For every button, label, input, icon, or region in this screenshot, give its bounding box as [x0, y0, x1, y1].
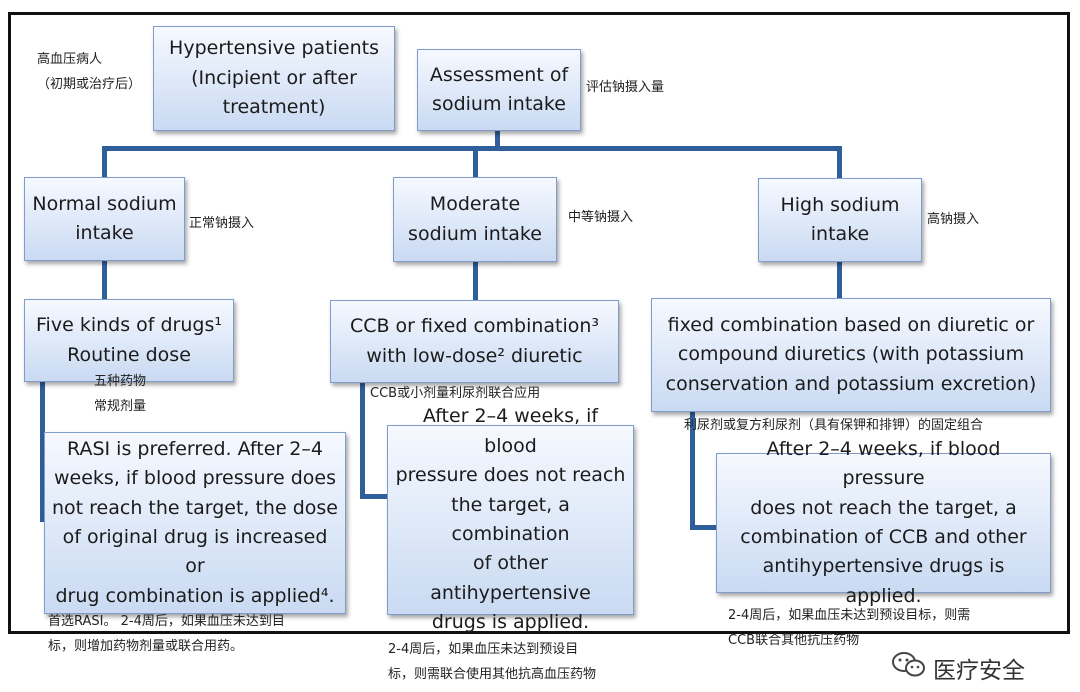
connector-drugs-to-rasi-vertical [40, 382, 45, 522]
connector-horizontal-branch [102, 146, 842, 151]
note-assessment: 评估钠摄入量 [586, 80, 665, 95]
connector-moderate-to-ccb [473, 262, 478, 300]
wechat-icon [891, 650, 927, 686]
connector-to-high [837, 146, 842, 178]
connector-ccb-to-after-vertical [360, 383, 365, 498]
note-drugs: 五种药物常规剂量 [94, 374, 147, 414]
note-normal: 正常钠摄入 [189, 216, 255, 231]
watermark: 医疗安全 [891, 650, 1025, 686]
note-moderate: 中等钠摄入 [568, 210, 634, 225]
connector-high-to-fixed [837, 262, 842, 298]
connector-normal-to-drugs [102, 261, 107, 299]
connector-ccb-to-after-horizontal [360, 494, 388, 499]
note-rasi: 首选RASI。 2-4周后，如果血压未达到目标，则增加药物剂量或联合用药。 [48, 614, 285, 654]
connector-fixed-to-after-vertical [690, 412, 695, 530]
box-hypertensive-patients: Hypertensive patients(Incipient or after… [153, 26, 395, 131]
connector-assessment-down [495, 131, 500, 148]
note-patients: 高血压病人（初期或治疗后） [37, 52, 142, 92]
note-ccb: CCB或小剂量利尿剂联合应用 [370, 386, 541, 401]
connector-to-normal [102, 146, 107, 177]
note-fixed: 利尿剂或复方利尿剂（具有保钾和排钾）的固定组合 [684, 418, 984, 433]
connector-fixed-to-after-horizontal [690, 525, 717, 530]
note-high: 高钠摄入 [927, 212, 980, 227]
note-moderate-after: 2-4周后，如果血压未达到预设目标，则需联合使用其他抗高血压药物 [388, 642, 597, 682]
diagram-frame [8, 12, 1070, 634]
connector-to-moderate [473, 146, 478, 177]
watermark-text: 医疗安全 [933, 658, 1025, 684]
